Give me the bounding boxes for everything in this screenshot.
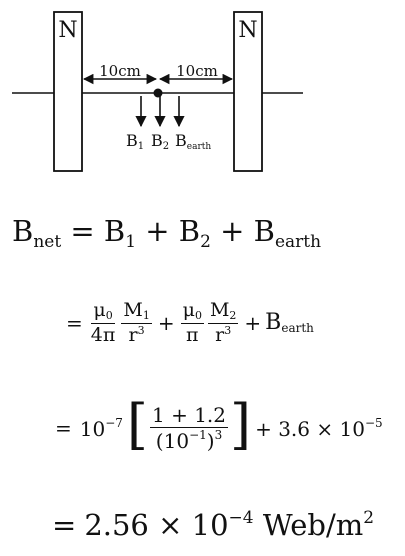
equation-expansion: = μ0 4π M1 r3 + μ0 π M2 r3 + Bearth	[62, 300, 314, 346]
eq1-plus2: + B	[220, 214, 275, 248]
eq4-value: 2.56 × 10	[84, 508, 229, 542]
equation-substitution: = 10−7 [ 1 + 1.2 (10−1)3 ] + 3.6 × 10−5	[55, 398, 383, 453]
eq4-exp: −4	[228, 508, 254, 528]
equation-net-field: Bnet = B1 + B2 + Bearth	[12, 214, 321, 252]
eq2-plus2: +	[244, 310, 262, 335]
eq2-equals: =	[66, 310, 83, 335]
eq1-rhs: = B	[70, 214, 126, 248]
eq1-t3-sub: earth	[274, 232, 322, 252]
eq2-frac1a: μ0 4π	[90, 299, 116, 347]
right-magnet	[233, 11, 263, 172]
eq4-equals: =	[52, 508, 77, 542]
eq3-bracket-close: ]	[230, 393, 252, 456]
eq3-tail: + 3.6 × 10−5	[255, 415, 383, 441]
eq1-plus1: + B	[145, 214, 201, 248]
eq4-unit-exp: 2	[363, 508, 375, 528]
distance-left-label: 10cm	[99, 62, 141, 80]
eq1-lhs-sub: net	[33, 232, 62, 252]
right-magnet-label: N	[238, 18, 257, 43]
field-label-b1: B1	[126, 131, 144, 152]
eq1-t2-sub: 2	[200, 232, 211, 252]
eq1-lhs: B	[12, 214, 34, 248]
eq3-equals: =	[55, 416, 72, 440]
left-magnet	[53, 11, 83, 172]
eq2-frac2a: μ0 π	[180, 299, 204, 347]
center-point	[153, 88, 163, 98]
eq2-frac1b: M1 r3	[121, 299, 152, 347]
eq3-fraction: 1 + 1.2 (10−1)3	[150, 403, 229, 453]
eq3-bracket-open: [	[126, 393, 148, 456]
eq2-tail: Bearth	[265, 310, 314, 336]
field-label-b2: B2	[151, 131, 169, 152]
eq1-t1-sub: 1	[125, 232, 137, 252]
eq2-frac2b: M2 r3	[207, 299, 239, 347]
equation-result: =2.56 × 10−4 Web/m2	[52, 508, 374, 542]
eq3-coef: 10−7	[79, 415, 123, 441]
left-magnet-label: N	[58, 18, 77, 43]
eq4-unit: Web/m	[262, 508, 364, 542]
distance-right-label: 10cm	[176, 62, 218, 80]
magnet-diagram: N N 10cm 10cm B1 B2 Bearth	[12, 11, 303, 172]
field-label-bearth: Bearth	[175, 131, 211, 152]
eq2-plus: +	[157, 310, 175, 335]
